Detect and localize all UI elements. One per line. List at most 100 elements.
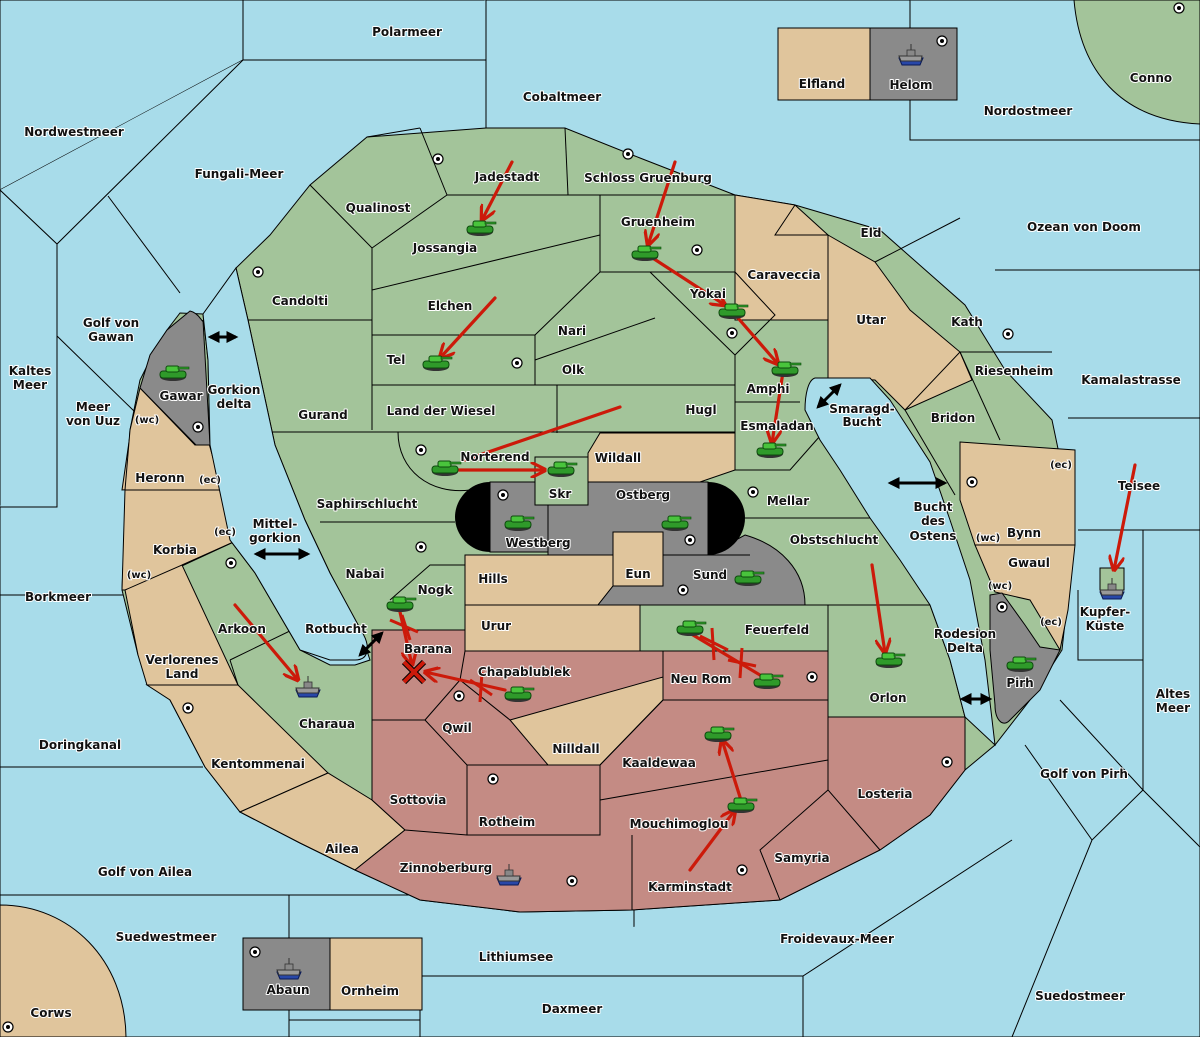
label-urur: Urur — [481, 619, 511, 633]
label-olk: Olk — [562, 363, 585, 377]
label-utar: Utar — [856, 313, 886, 327]
label-hills: Hills — [478, 572, 508, 586]
order-arrow — [463, 405, 622, 462]
coast-marker: (ec) — [199, 475, 221, 486]
territory-corws[interactable] — [0, 904, 127, 1037]
fail-mark — [699, 627, 729, 661]
red-borders — [372, 630, 881, 910]
label-losteria: Losteria — [857, 787, 912, 801]
label-conno: Conno — [1130, 71, 1172, 85]
order-arrow — [1114, 463, 1137, 570]
label-ostberg: Ostberg — [616, 488, 670, 502]
coast-marker: (wc) — [127, 570, 151, 581]
label-rotbucht: Rotbucht — [305, 622, 367, 636]
label-smaragd-bucht-2: Bucht — [842, 415, 881, 429]
supply-center — [996, 601, 1008, 613]
label-polarmeer: Polarmeer — [372, 25, 442, 39]
label-qualinost: Qualinost — [346, 201, 411, 215]
order-arrow — [646, 253, 725, 305]
canal-arrows — [207, 331, 993, 705]
label-korbia: Korbia — [153, 543, 197, 557]
label-rodesion-delta-2: Delta — [947, 641, 983, 655]
label-mittelgorkion-2: gorkion — [249, 531, 301, 545]
label-kaaldewaa: Kaaldewaa — [622, 756, 696, 770]
label-bridon: Bridon — [931, 411, 976, 425]
label-karminstadt: Karminstadt — [648, 880, 732, 894]
label-heronn: Heronn — [135, 471, 184, 485]
label-westberg: Westberg — [505, 536, 570, 550]
supply-center — [941, 756, 953, 768]
canal-arrow — [816, 383, 842, 409]
sea-border — [1077, 590, 1143, 661]
supply-center — [1173, 2, 1185, 14]
label-norterend: Norterend — [460, 450, 529, 464]
order-arrow — [686, 630, 767, 680]
sea-bucht-des-ostens[interactable] — [804, 377, 996, 747]
label-golf-von-gawan-2: Gawan — [88, 330, 134, 344]
label-nilldall: Nilldall — [552, 742, 599, 756]
label-sund: Sund — [693, 568, 727, 582]
label-pirh: Pirh — [1006, 676, 1033, 690]
supply-center — [249, 946, 261, 958]
label-kentommenai: Kentommenai — [211, 757, 305, 771]
label-kath: Kath — [951, 315, 983, 329]
label-saphirschlucht: Saphirschlucht — [317, 497, 418, 511]
label-jadestadt: Jadestadt — [474, 170, 540, 184]
order-arrow — [398, 610, 412, 665]
coast-marker: (ec) — [1050, 460, 1072, 471]
label-abaun: Abaun — [266, 983, 309, 997]
label-bucht-des-ostens: Bucht — [913, 500, 952, 514]
territory-conno[interactable] — [1073, 0, 1200, 125]
failed-orders — [389, 614, 757, 703]
label-verlorenes-land: Verlorenes — [146, 653, 219, 667]
supply-center — [487, 773, 499, 785]
label-bynn: Bynn — [1007, 526, 1041, 540]
label-borkmeer: Borkmeer — [25, 590, 91, 604]
label-mittelgorkion: Mittel- — [253, 517, 298, 531]
label-gawar: Gawar — [159, 389, 202, 403]
label-tel: Tel — [387, 353, 406, 367]
label-candolti: Candolti — [272, 294, 328, 308]
label-nordostmeer: Nordostmeer — [984, 104, 1073, 118]
supply-center — [432, 153, 444, 165]
order-arrow — [425, 672, 507, 692]
territory-ornheim[interactable] — [329, 937, 423, 1011]
supply-center — [566, 875, 578, 887]
supply-center — [622, 148, 634, 160]
coast-marker: (wc) — [976, 533, 1000, 544]
sea-border — [56, 335, 136, 413]
label-teisee: Teisee — [1118, 479, 1160, 493]
supply-center — [415, 541, 427, 553]
impassable-west — [455, 482, 490, 552]
supply-center — [2, 1021, 14, 1033]
label-qwil: Qwil — [442, 721, 472, 735]
label-gruenheim: Gruenheim — [621, 215, 695, 229]
order-arrow — [688, 810, 735, 872]
fail-mark — [389, 614, 419, 641]
label-kamalastrasse: Kamalastrasse — [1081, 373, 1181, 387]
label-eun: Eun — [625, 567, 650, 581]
label-mellar: Mellar — [767, 494, 809, 508]
label-kupfer-kueste-2: Küste — [1086, 619, 1125, 633]
label-golf-von-ailea: Golf von Ailea — [98, 865, 192, 879]
order-arrow — [722, 740, 742, 799]
label-gorkion-delta-2: delta — [217, 397, 252, 411]
sea-border — [0, 244, 58, 508]
label-kupfer-kueste: Kupfer- — [1080, 605, 1130, 619]
supply-center — [966, 476, 978, 488]
supply-center — [747, 486, 759, 498]
order-arrow — [736, 316, 778, 364]
supply-center — [182, 702, 194, 714]
label-meer-von-uuz: Meer — [76, 400, 110, 414]
label-hugl: Hugl — [685, 403, 716, 417]
supply-center — [736, 864, 748, 876]
label-esmaladan: Esmaladan — [740, 419, 813, 433]
label-fungali-meer: Fungali-Meer — [195, 167, 284, 181]
label-land-der-wiesel: Land der Wiesel — [387, 404, 496, 418]
territory-elfland[interactable] — [777, 27, 871, 101]
supply-center — [1002, 328, 1014, 340]
label-gurand: Gurand — [298, 408, 348, 422]
supply-center — [511, 357, 523, 369]
sea-border — [1024, 744, 1093, 841]
